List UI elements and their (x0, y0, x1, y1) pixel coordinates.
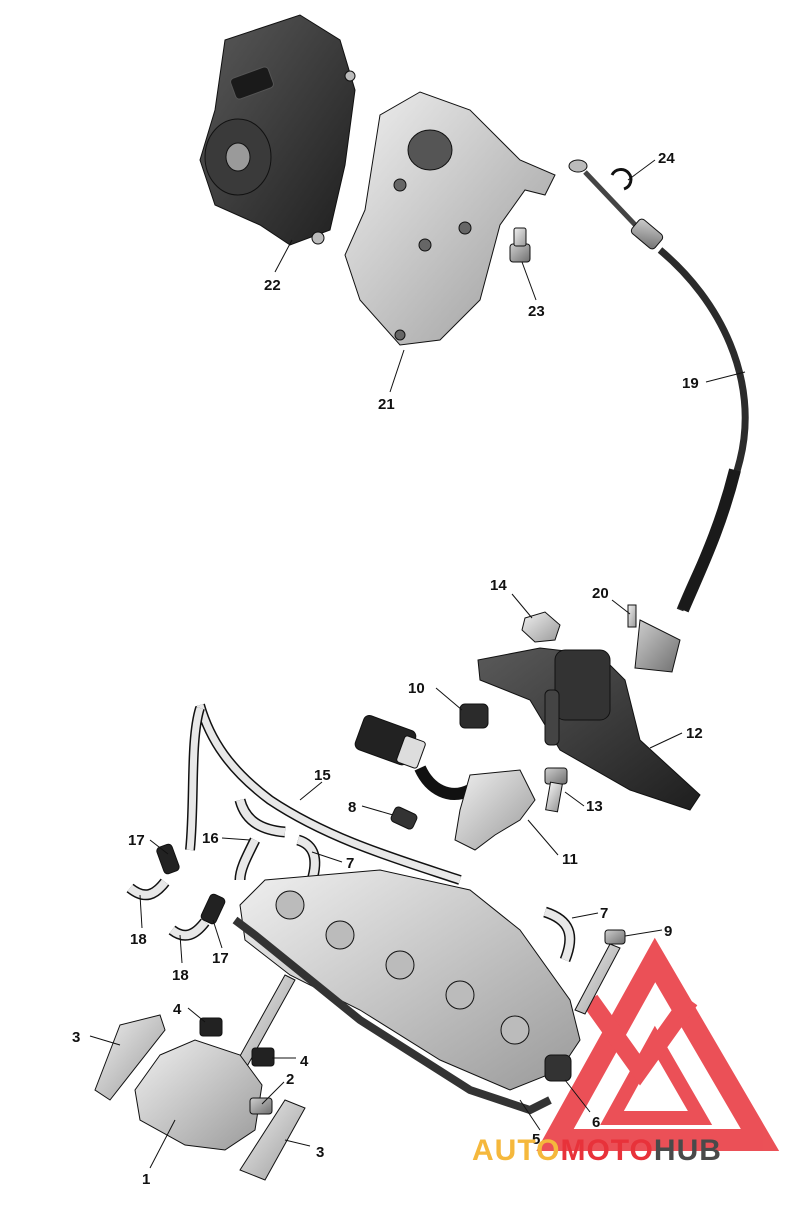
callout-14: 14 (490, 577, 507, 594)
callout-18b: 18 (172, 967, 189, 984)
callout-23: 23 (528, 303, 545, 320)
part-5-manifold (232, 869, 581, 1115)
part-4-spring-b (251, 1047, 275, 1067)
part-3-sleeve-a (94, 1014, 166, 1101)
sensor-connector (354, 715, 473, 800)
part-9-bolt (574, 929, 626, 1015)
callout-22: 22 (264, 277, 281, 294)
part-6-gasket-end (544, 1054, 572, 1082)
callout-12: 12 (686, 725, 703, 742)
part-20-screw (627, 604, 681, 673)
callout-7b: 7 (600, 905, 608, 922)
part-12-actuator-housing (477, 647, 701, 811)
callout-7a: 7 (346, 855, 354, 872)
part-18-hose-a (126, 878, 170, 901)
part-17-check-valve-b (200, 893, 226, 925)
part-3-sleeve-b (239, 1099, 306, 1181)
part-14-nut (521, 611, 561, 643)
part-21-bracket (344, 91, 556, 346)
watermark-moto: MOTO (560, 1134, 653, 1167)
callout-11: 11 (562, 851, 578, 868)
callout-18a: 18 (130, 931, 147, 948)
part-4-spring-a (199, 1017, 223, 1037)
callout-8: 8 (348, 799, 356, 816)
callout-4b: 4 (300, 1053, 309, 1070)
part-19-cable (568, 159, 749, 613)
callout-16: 16 (202, 830, 219, 847)
watermark-hub: HUB (654, 1134, 722, 1167)
part-16-hose (234, 798, 286, 881)
callout-labels: 1 2 3 3 4 4 5 6 7 7 8 9 10 11 12 13 14 1… (72, 150, 703, 1188)
callout-13: 13 (586, 798, 603, 815)
callout-24: 24 (658, 150, 675, 167)
part-8-spring (390, 806, 418, 830)
part-7-elbow-lower (543, 906, 576, 963)
part-13-bolt (544, 767, 568, 813)
part-2-cap (249, 1097, 273, 1115)
callout-4a: 4 (173, 1001, 182, 1018)
callout-17b: 17 (212, 950, 229, 967)
part-17-check-valve-a (156, 843, 180, 875)
callout-15: 15 (314, 767, 331, 784)
part-18-hose-b (168, 918, 210, 941)
watermark-auto: AUTO (472, 1134, 560, 1167)
part-11-valve (454, 769, 536, 851)
callout-17a: 17 (128, 832, 145, 849)
callout-19: 19 (682, 375, 699, 392)
callout-21: 21 (378, 396, 395, 413)
part-7-elbow-upper (295, 834, 321, 882)
callout-9: 9 (664, 923, 672, 940)
callout-20: 20 (592, 585, 609, 602)
part-15-hose (185, 703, 462, 885)
watermark-text: AUTOMOTOHUB (472, 1134, 722, 1167)
leader-lines (89, 159, 746, 1169)
watermark-logo (536, 937, 780, 1151)
callout-3a: 3 (72, 1029, 80, 1046)
svg-text:AUTOMOTOHUB: AUTOMOTOHUB (472, 1134, 722, 1167)
callout-6: 6 (592, 1114, 600, 1131)
callout-2: 2 (286, 1071, 294, 1088)
part-24-clip (610, 167, 633, 191)
callout-5: 5 (532, 1131, 540, 1148)
callout-1: 1 (142, 1171, 150, 1188)
callout-3b: 3 (316, 1144, 324, 1161)
callout-10: 10 (408, 680, 425, 697)
part-10-plug (459, 703, 489, 729)
part-1-valve-base (134, 1039, 263, 1151)
part-22-motor (199, 14, 356, 246)
part-23-bolt (509, 227, 531, 263)
